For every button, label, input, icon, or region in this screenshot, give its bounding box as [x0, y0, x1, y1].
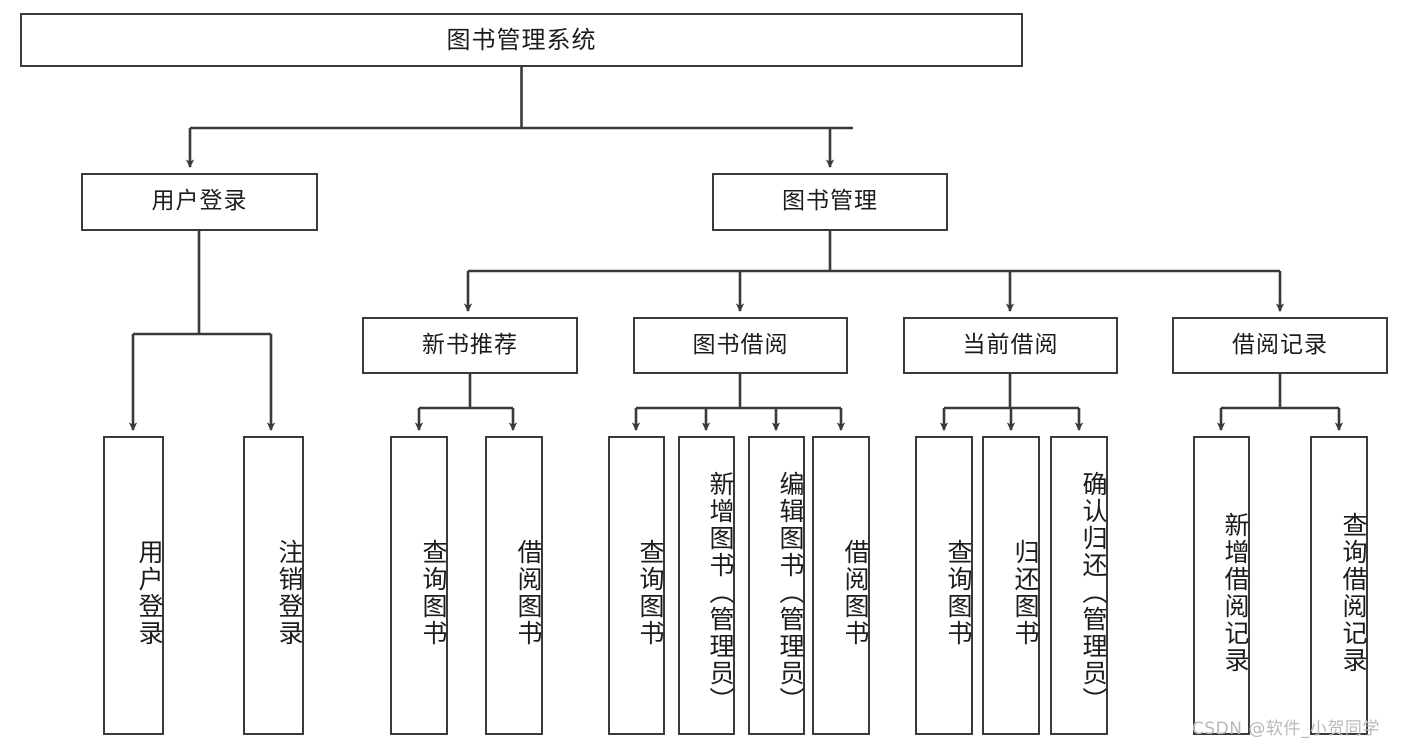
leaf-record-query-record[interactable]: 查询借阅记录 — [1310, 436, 1368, 735]
leaf-borrow-add-book[interactable]: 新增图书（管理员） — [678, 436, 735, 735]
leaf-current-return-book-label: 归还图书 — [1011, 538, 1040, 647]
leaf-borrow-query-book-label: 查询图书 — [636, 538, 665, 647]
leaf-logout-label: 注销登录 — [275, 538, 304, 647]
leaf-borrow-borrow-book[interactable]: 借阅图书 — [812, 436, 870, 735]
node-borrow-record[interactable]: 借阅记录 — [1172, 317, 1388, 374]
leaf-logout[interactable]: 注销登录 — [243, 436, 304, 735]
node-current-borrow-label: 当前借阅 — [962, 331, 1059, 358]
leaf-newbook-query-book-label: 查询图书 — [419, 538, 448, 647]
node-root-system[interactable]: 图书管理系统 — [20, 13, 1023, 67]
node-new-book-recommend[interactable]: 新书推荐 — [362, 317, 578, 374]
leaf-record-add-record[interactable]: 新增借阅记录 — [1193, 436, 1250, 735]
node-book-borrow-label: 图书借阅 — [692, 331, 789, 358]
node-borrow-record-label: 借阅记录 — [1232, 331, 1328, 358]
leaf-current-return-book[interactable]: 归还图书 — [982, 436, 1040, 735]
csdn-watermark: CSDN @软件_小贺同学 — [1192, 719, 1380, 739]
leaf-user-login-label: 用户登录 — [135, 538, 164, 647]
leaf-record-add-record-label: 新增借阅记录 — [1221, 511, 1250, 674]
node-book-management-label: 图书管理 — [782, 188, 878, 215]
node-new-book-recommend-label: 新书推荐 — [422, 331, 518, 358]
leaf-borrow-query-book[interactable]: 查询图书 — [608, 436, 665, 735]
leaf-user-login[interactable]: 用户登录 — [103, 436, 164, 735]
node-user-login-label: 用户登录 — [151, 188, 248, 215]
leaf-newbook-borrow-book[interactable]: 借阅图书 — [485, 436, 543, 735]
leaf-newbook-borrow-book-label: 借阅图书 — [514, 538, 543, 647]
leaf-current-confirm-return[interactable]: 确认归还（管理员） — [1050, 436, 1108, 735]
leaf-current-query-book[interactable]: 查询图书 — [915, 436, 973, 735]
leaf-borrow-add-book-label: 新增图书（管理员） — [706, 471, 735, 714]
leaf-borrow-edit-book-label: 编辑图书（管理员） — [776, 471, 805, 714]
leaf-current-confirm-return-label: 确认归还（管理员） — [1079, 471, 1108, 714]
node-current-borrow[interactable]: 当前借阅 — [903, 317, 1118, 374]
leaf-current-query-book-label: 查询图书 — [944, 538, 973, 647]
node-root-label: 图书管理系统 — [446, 25, 597, 54]
node-book-borrow[interactable]: 图书借阅 — [633, 317, 848, 374]
leaf-borrow-edit-book[interactable]: 编辑图书（管理员） — [748, 436, 805, 735]
node-user-login[interactable]: 用户登录 — [81, 173, 318, 231]
leaf-record-query-record-label: 查询借阅记录 — [1339, 511, 1368, 674]
node-book-management[interactable]: 图书管理 — [712, 173, 948, 231]
leaf-borrow-borrow-book-label: 借阅图书 — [841, 538, 870, 647]
leaf-newbook-query-book[interactable]: 查询图书 — [390, 436, 448, 735]
